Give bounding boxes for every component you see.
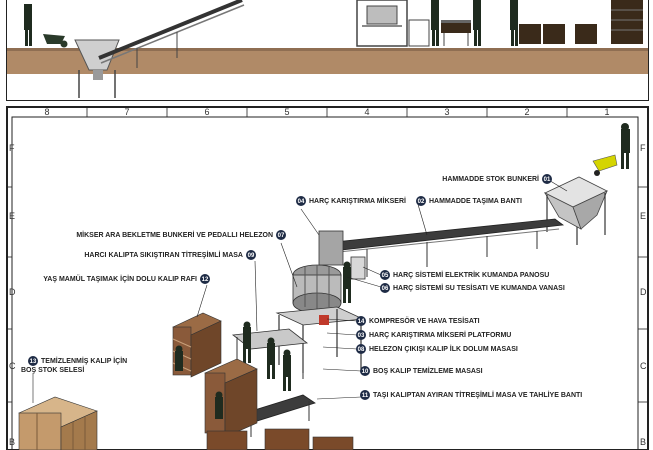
svg-text:05: 05 — [382, 273, 389, 279]
brick-crates-elevation — [519, 0, 643, 44]
callout-label: HELEZON ÇIKIŞI KALIP İLK DOLUM MASASI — [369, 345, 518, 353]
side-elevation-view — [6, 0, 649, 101]
callout-label: YAŞ MAMÜL TAŞIMAK İÇİN DOLU KALIP RAFI — [43, 274, 197, 283]
worker-at-mixer — [343, 261, 351, 303]
svg-text:02: 02 — [418, 199, 425, 205]
brick-crates-bottom — [206, 428, 354, 450]
mixer-platform — [275, 306, 365, 373]
worker-figure-left — [24, 4, 32, 46]
worker-lower-left — [215, 391, 223, 419]
svg-text:04: 04 — [298, 199, 305, 205]
svg-text:01: 01 — [544, 177, 551, 183]
grid-column-label: 6 — [204, 107, 209, 117]
callout-item: 04 HARÇ KARIŞTIRMA MİKSERİ — [296, 196, 406, 206]
worker-figure-right-3 — [510, 0, 518, 46]
grid-column-label: 4 — [364, 107, 369, 117]
electrical-control-panel — [350, 256, 366, 280]
callout-label: HAMMADDE STOK BUNKERİ — [442, 175, 539, 183]
sheet-inner-border — [11, 116, 639, 450]
worker-figure-right-1 — [431, 0, 439, 46]
side-elevation-drawing — [7, 0, 648, 98]
callout-label: HAMMADDE TAŞIMA BANTI — [429, 198, 522, 205]
callout-item: 06 HARÇ SİSTEMİ SU TESİSATI VE KUMANDA V… — [380, 283, 565, 293]
callout-item: 10 BOŞ KALIP TEMİZLEME MASASI — [360, 366, 483, 376]
grid-row-label: F — [9, 143, 15, 153]
svg-text:10: 10 — [362, 369, 369, 375]
mixer-platform-elevation — [356, 0, 430, 47]
callout-item: 11 TAŞI KALIPTAN AYIRAN TİTREŞİMLİ MASA … — [360, 390, 582, 400]
callout-item: 03 HARÇ KARIŞTIRMA MİKSERİ PLATFORMU — [356, 330, 511, 340]
plant-layout-drawing-sheet: 8 7 6 5 4 3 2 1 F E D C B F E D C B — [6, 106, 649, 450]
grid-row-label: E — [640, 211, 646, 221]
callout-item: 08 HELEZON ÇIKIŞI KALIP İLK DOLUM MASASI — [356, 344, 518, 354]
svg-text:14: 14 — [358, 319, 365, 325]
worker-group-center — [243, 321, 291, 391]
grid-row-label: B — [9, 437, 15, 447]
grid-row-label: C — [640, 361, 647, 371]
grid-row-label: B — [640, 437, 646, 447]
worker-figure-right-2 — [473, 0, 481, 46]
callout-label: KOMPRESÖR VE HAVA TESİSATI — [369, 316, 480, 325]
svg-text:12: 12 — [202, 277, 209, 283]
callout-label: HARÇ KARIŞTIRMA MİKSERİ — [309, 197, 406, 205]
column-ticks — [86, 107, 568, 117]
grid-column-label: 5 — [284, 107, 289, 117]
worker-with-wheelbarrow — [592, 123, 630, 176]
grid-column-label: 1 — [604, 107, 609, 117]
table-elevation — [441, 20, 471, 46]
worker-near-rack — [175, 345, 183, 371]
svg-text:07: 07 — [278, 233, 285, 239]
plant-layout-drawing: 8 7 6 5 4 3 2 1 F E D C B F E D C B — [7, 107, 648, 450]
callout-item: 07 MİKSER ARA BEKLETME BUNKERİ VE PEDALL… — [76, 230, 286, 240]
stock-bunker-elevation — [74, 39, 120, 98]
row-ticks — [7, 186, 648, 403]
grid-column-label: 2 — [524, 107, 529, 117]
callout-label: HARCI KALIPTA SIKIŞTIRAN TİTREŞİMLİ MASA — [84, 251, 243, 259]
ground-edge — [7, 48, 648, 51]
raw-material-stock-bunker — [543, 176, 608, 245]
svg-text:03: 03 — [358, 333, 365, 339]
callout-item: 14 KOMPRESÖR VE HAVA TESİSATI — [356, 316, 480, 326]
callout-item: 12 YAŞ MAMÜL TAŞIMAK İÇİN DOLU KALIP RAF… — [43, 274, 210, 284]
callout-item: 01 HAMMADDE STOK BUNKERİ — [442, 174, 552, 184]
grid-row-label: D — [9, 287, 16, 297]
callout-label: HARÇ SİSTEMİ SU TESİSATI VE KUMANDA VANA… — [393, 284, 565, 292]
callout-leader-lines — [32, 178, 568, 403]
grid-row-label: C — [9, 361, 16, 371]
callout-item: 09 HARCI KALIPTA SIKIŞTIRAN TİTREŞİMLİ M… — [84, 250, 256, 260]
grid-column-label: 3 — [444, 107, 449, 117]
callout-label: MİKSER ARA BEKLETME BUNKERİ VE PEDALLI H… — [76, 231, 273, 239]
svg-text:09: 09 — [248, 253, 255, 259]
grid-column-label: 7 — [124, 107, 129, 117]
callout-label: TAŞI KALIPTAN AYIRAN TİTREŞİMLİ MASA VE … — [373, 391, 582, 399]
svg-text:08: 08 — [358, 347, 365, 353]
brick-rack-lower — [204, 358, 258, 438]
empty-mould-stock-crates — [18, 396, 98, 450]
grid-column-label: 8 — [44, 107, 49, 117]
callout-item: 05 HARÇ SİSTEMİ ELEKTRİK KUMANDA PANOSU — [380, 270, 549, 280]
svg-text:11: 11 — [362, 393, 369, 399]
callout-label: HARÇ KARIŞTIRMA MİKSERİ PLATFORMU — [369, 331, 511, 339]
callout-item: 02 HAMMADDE TAŞIMA BANTI — [416, 196, 522, 206]
grid-row-label: D — [640, 287, 647, 297]
wheelbarrow-left — [43, 34, 68, 48]
mortar-mixer — [292, 230, 344, 314]
grid-row-label: E — [9, 211, 15, 221]
conveyor-belt-elevation — [98, 0, 245, 68]
grid-row-label: F — [640, 143, 646, 153]
svg-text:06: 06 — [382, 286, 389, 292]
callout-label: BOŞ KALIP TEMİZLEME MASASI — [373, 367, 483, 375]
callout-label: HARÇ SİSTEMİ ELEKTRİK KUMANDA PANOSU — [393, 271, 549, 279]
svg-text:13: 13 — [30, 359, 37, 365]
